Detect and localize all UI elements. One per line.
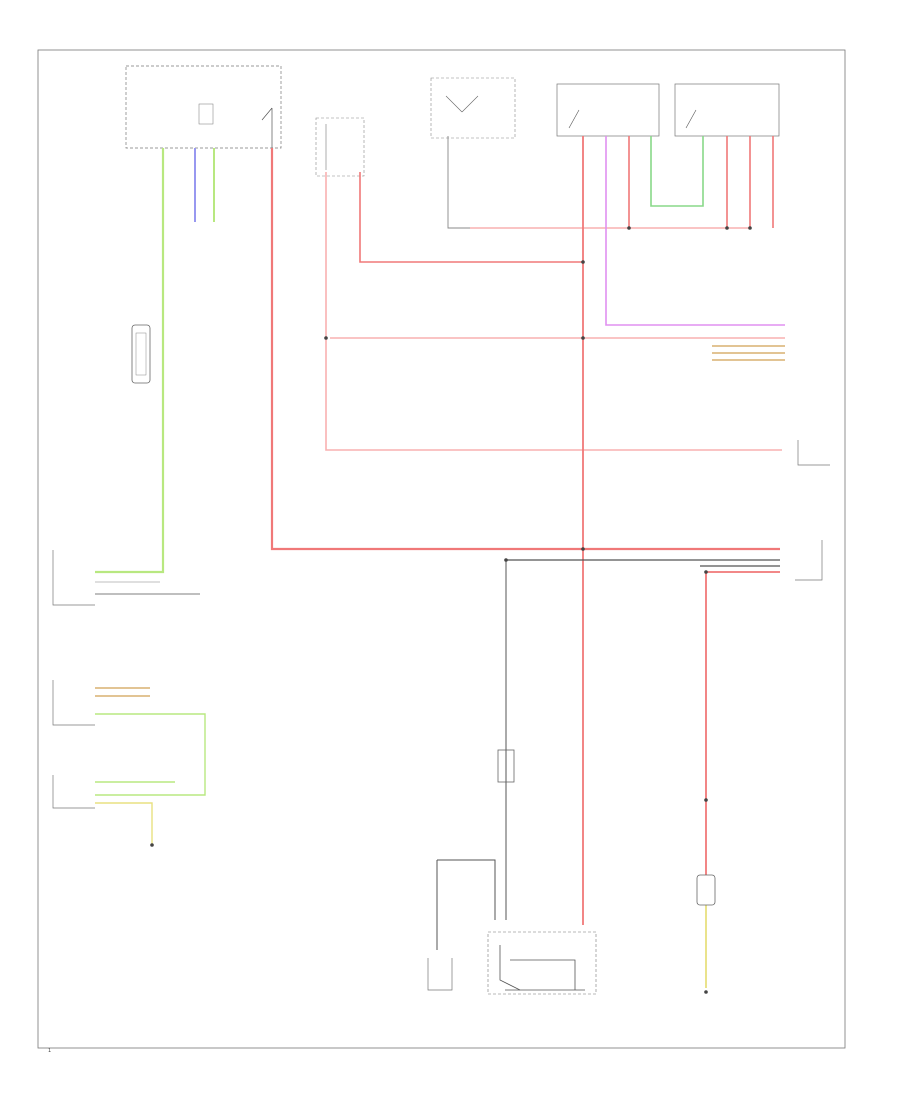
wire-green-link xyxy=(650,136,704,207)
wire-green-loop xyxy=(95,713,206,796)
wire-yellow-left xyxy=(95,802,153,845)
splice-points xyxy=(150,226,752,994)
fuse-1 xyxy=(315,117,365,177)
wire-relay xyxy=(447,136,750,229)
relay-1 xyxy=(430,77,516,139)
transmission-control-module xyxy=(52,680,95,726)
right-module-2 xyxy=(795,540,823,581)
battery-control-unit xyxy=(52,550,95,606)
wire-red-right xyxy=(705,571,780,875)
wire-violet xyxy=(605,136,785,326)
wire-green-main xyxy=(95,148,165,574)
battery xyxy=(131,324,151,384)
wire-red-loop xyxy=(325,172,782,451)
engine-connector-b xyxy=(674,83,780,137)
selector-lever-module xyxy=(52,775,95,809)
wire-red-main xyxy=(270,148,780,551)
frame-label: 1 xyxy=(48,1048,51,1054)
battery-cable-monitor xyxy=(497,749,515,783)
diagram-frame xyxy=(37,49,846,1049)
engine-control-module xyxy=(696,874,716,906)
generator xyxy=(427,958,453,991)
battery-sensor-module xyxy=(125,65,282,149)
engine-connector-a xyxy=(556,83,660,137)
starter-motor xyxy=(487,931,597,995)
wire-starter xyxy=(436,859,496,950)
right-module-1 xyxy=(797,440,830,466)
wire-red-fuse xyxy=(359,172,583,263)
